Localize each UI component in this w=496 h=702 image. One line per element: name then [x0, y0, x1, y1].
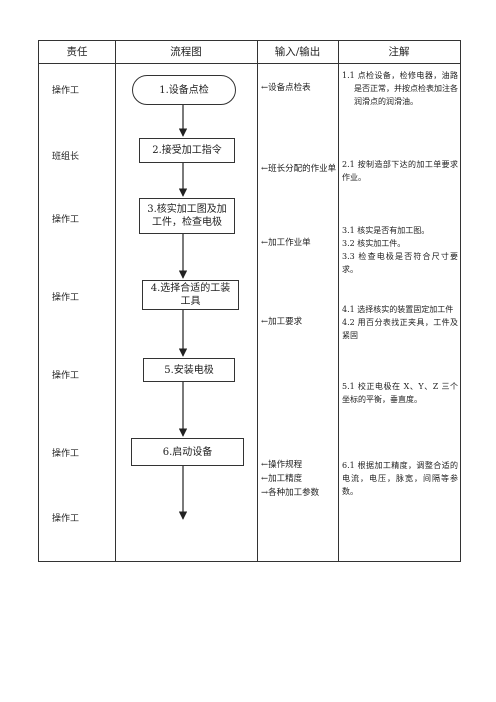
- responsibility-4: 操作工: [52, 293, 80, 303]
- header-flowchart: 流程图: [170, 46, 202, 58]
- responsibility-2: 班组长: [52, 152, 80, 162]
- column-divider: [257, 41, 258, 561]
- responsibility-6: 操作工: [52, 449, 80, 459]
- header-responsibility: 责任: [66, 46, 88, 58]
- responsibility-7: 操作工: [52, 514, 80, 524]
- step-4-box: 4.选择合适的工装工具: [142, 280, 239, 310]
- step-5-box: 5.安装电极: [143, 358, 235, 382]
- note-2: 2.1 按制造部下达的加工单要求作业。: [342, 160, 458, 182]
- note-4-1: 4.1 选择核实的装置固定加工件: [342, 305, 454, 314]
- step-3-box: 3.核实加工图及加工件，检查电极: [139, 198, 235, 234]
- io-processing-requirements: ←加工要求: [261, 317, 303, 327]
- io-inspection-sheet: ←设备点检表: [261, 83, 311, 93]
- note-3-1: 3.1 核实是否有加工图。: [342, 226, 430, 235]
- note-1: 1.1 点检设备，检修电器，油路是否正常，并按点检表加注各润滑点的润滑油。: [342, 71, 458, 106]
- header-notes: 注解: [388, 46, 410, 58]
- flow-arrows: [178, 105, 188, 520]
- note-3-2: 3.2 核实加工件。: [342, 239, 406, 248]
- note-4: 4.1 选择核实的装置固定加工件 4.2 用百分表找正夹具，工件及紧固: [342, 303, 458, 342]
- note-5: 5.1 校正电极在 X、Y、Z 三个坐标的平衡，垂直度。: [342, 382, 458, 404]
- step-2-box: 2.接受加工指令: [139, 138, 235, 163]
- io-precision: ←加工精度: [261, 474, 303, 484]
- header-divider: [39, 63, 460, 64]
- io-work-order-assigned: ←班长分配的作业单: [261, 164, 337, 174]
- note-4-2: 4.2 用百分表找正夹具，工件及紧固: [342, 318, 458, 340]
- io-operating-procedure: ←操作规程: [261, 460, 303, 470]
- step-1-box: 1.设备点检: [132, 75, 236, 105]
- note-6: 6.1 根据加工精度，调整合适的电流，电压，脉宽，间隔等参数。: [342, 461, 458, 496]
- io-processing-order: ←加工作业单: [261, 238, 311, 248]
- responsibility-1: 操作工: [52, 86, 80, 96]
- responsibility-5: 操作工: [52, 371, 80, 381]
- step-6-box: 6.启动设备: [131, 438, 244, 466]
- column-divider: [338, 41, 339, 561]
- header-io: 输入/输出: [274, 46, 321, 58]
- responsibility-3: 操作工: [52, 215, 80, 225]
- column-divider: [115, 41, 116, 561]
- process-table: 责任 流程图 输入/输出 注解 操作工 班组长 操作工 操作工 操作工 操作工 …: [38, 40, 461, 562]
- note-3: 3.1 核实是否有加工图。 3.2 核实加工件。 3.3 检查电极是否符合尺寸要…: [342, 224, 458, 276]
- io-parameters: →各种加工参数: [261, 488, 320, 498]
- note-3-3: 3.3 检查电极是否符合尺寸要求。: [342, 252, 458, 274]
